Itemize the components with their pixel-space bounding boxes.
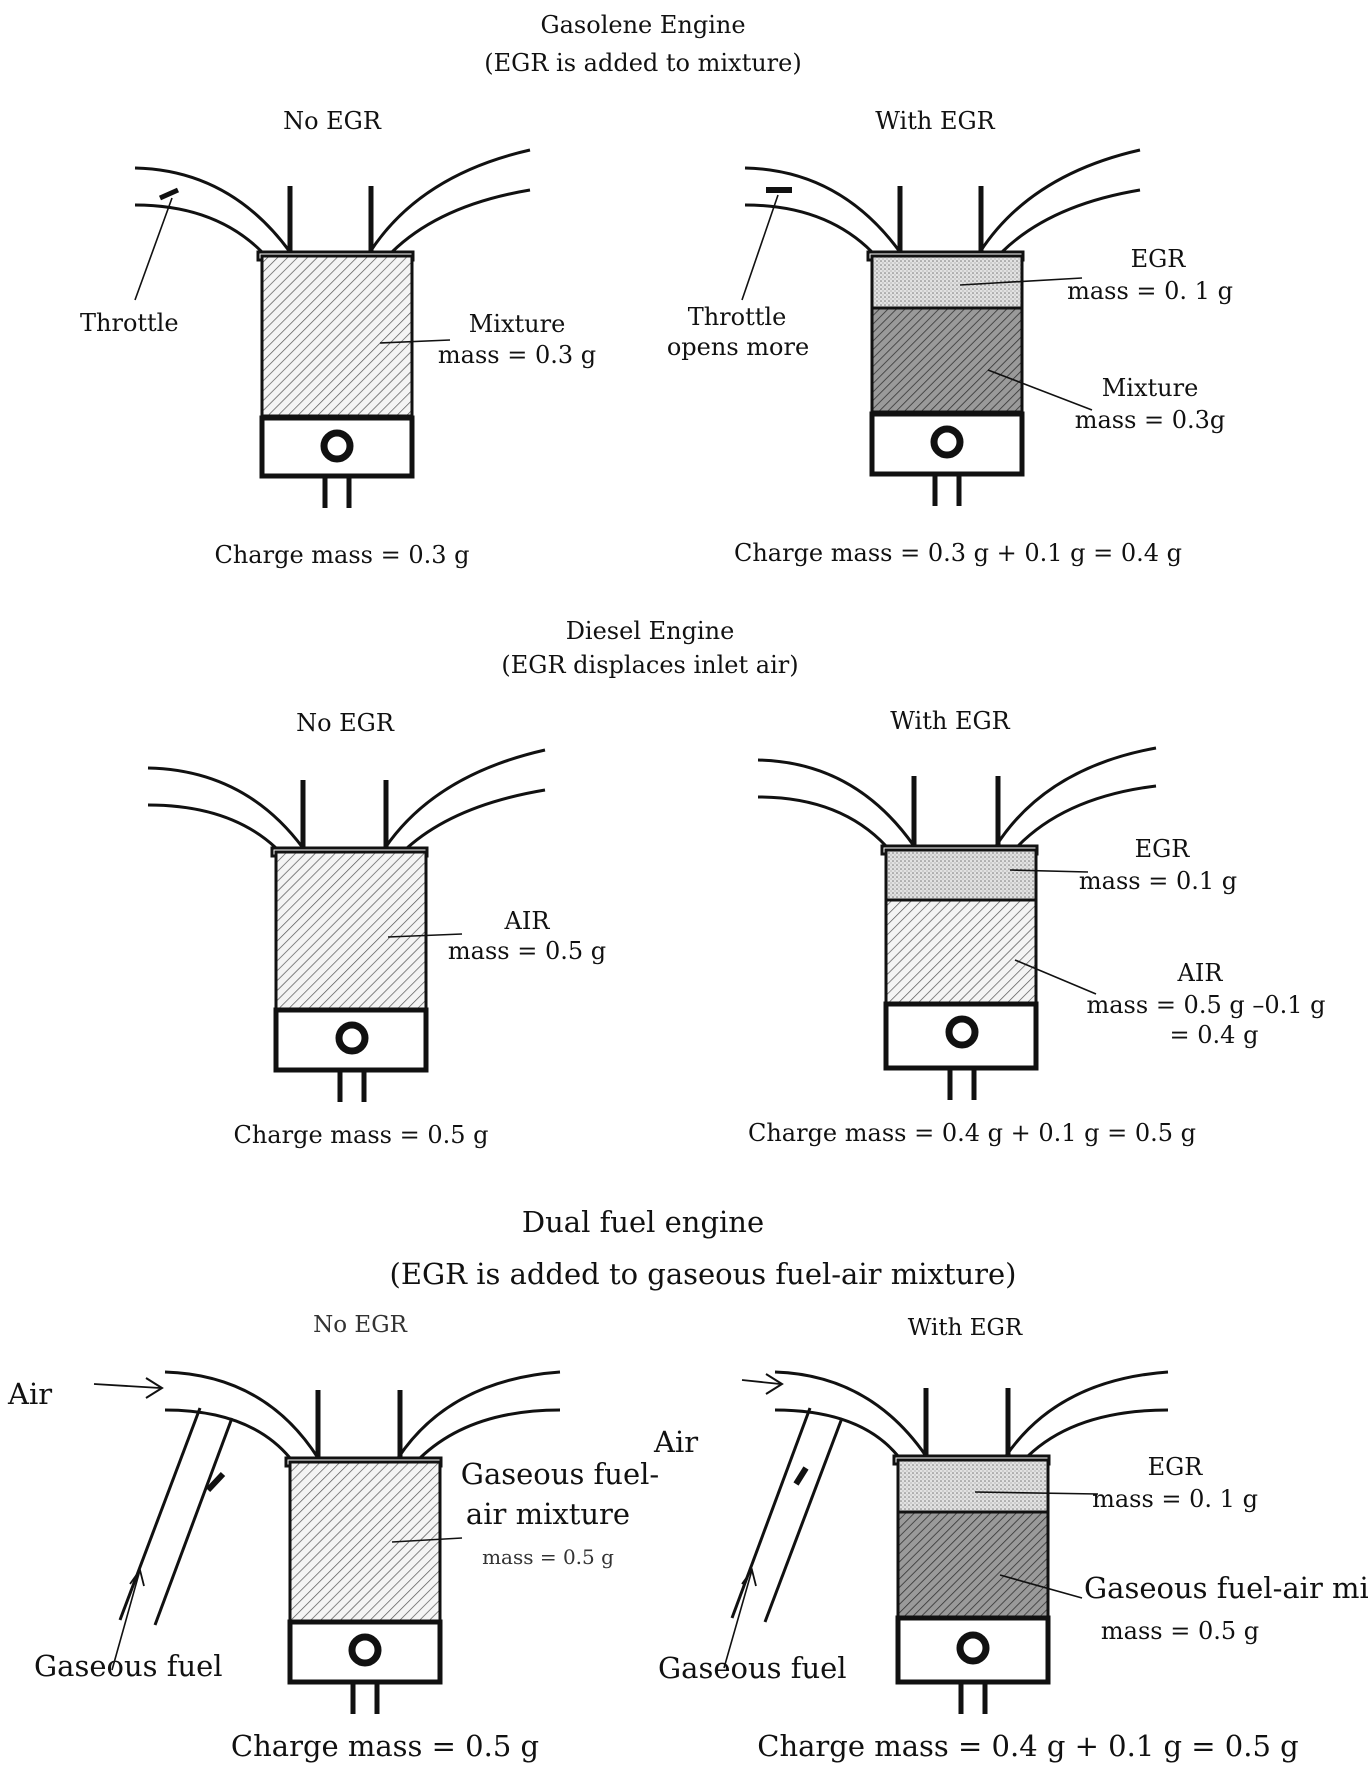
dual-with-egr-fuel-label: Gaseous fuel — [658, 1651, 847, 1685]
diesel-egr-title: EGR — [1134, 835, 1190, 863]
dual-title: Dual fuel engine — [521, 1205, 765, 1239]
dual-subtitle: (EGR is added to gaseous fuel-air mixtur… — [389, 1257, 1017, 1291]
gasoline-no-egr-heading: No EGR — [283, 107, 381, 135]
diesel-egr-air-mass-line2: = 0.4 g — [1169, 1021, 1259, 1049]
diesel-title: Diesel Engine — [565, 617, 735, 645]
throttle-label: Throttle — [80, 309, 179, 337]
diesel-air-title: AIR — [504, 907, 550, 935]
diesel-no-egr-engine — [147, 748, 546, 1102]
dual-egr-mass: mass = 0. 1 g — [1092, 1485, 1258, 1513]
dual-with-egr-heading: With EGR — [907, 1315, 1023, 1341]
diesel-egr-mass: mass = 0.1 g — [1078, 867, 1238, 895]
dual-no-egr-charge-mass: Charge mass = 0.5 g — [230, 1729, 540, 1763]
diesel-egr-air-title: AIR — [1177, 959, 1223, 987]
gasoline-title: Gasolene Engine — [540, 11, 746, 39]
gasoline-with-egr-heading: With EGR — [875, 107, 995, 135]
dual-with-egr-engine — [723, 1370, 1169, 1714]
gasoline-mixture-title: Mixture — [468, 310, 566, 338]
gasoline-egr-mixture-mass: mass = 0.3g — [1074, 406, 1226, 434]
dual-no-egr-air-label: Air — [8, 1377, 53, 1411]
gasoline-mixture-mass: mass = 0.3 g — [437, 341, 597, 369]
dual-no-egr-mix-line1: Gaseous fuel- — [460, 1457, 660, 1491]
gasoline-egr-mixture-title: Mixture — [1101, 374, 1199, 402]
dual-with-egr-charge-mass: Charge mass = 0.4 g + 0.1 g = 0.5 g — [757, 1729, 1299, 1763]
dual-egr-mix-mass: mass = 0.5 g — [1100, 1617, 1260, 1645]
dual-no-egr-mix-mass: mass = 0.5 g — [482, 1545, 614, 1569]
dual-egr-mix-label: Gaseous fuel-air mixt — [1084, 1571, 1368, 1605]
diesel-with-egr-charge-mass: Charge mass = 0.4 g + 0.1 g = 0.5 g — [747, 1119, 1197, 1147]
gasoline-with-egr-engine — [741, 148, 1141, 506]
dual-egr-title: EGR — [1147, 1453, 1203, 1481]
diesel-no-egr-heading: No EGR — [296, 709, 394, 737]
gasoline-no-egr-engine — [134, 148, 531, 508]
gasoline-egr-title: EGR — [1130, 245, 1186, 273]
dual-no-egr-heading: No EGR — [313, 1312, 407, 1338]
dual-no-egr-engine — [93, 1370, 561, 1714]
diesel-subtitle: (EGR displaces inlet air) — [501, 651, 799, 679]
throttle-opens-line2: opens more — [666, 333, 810, 361]
diesel-with-egr-heading: With EGR — [890, 707, 1010, 735]
gasoline-with-egr-charge-mass: Charge mass = 0.3 g + 0.1 g = 0.4 g — [733, 539, 1183, 567]
gasoline-subtitle: (EGR is added to mixture) — [484, 49, 802, 77]
diesel-no-egr-charge-mass: Charge mass = 0.5 g — [233, 1121, 489, 1149]
dual-with-egr-air-label: Air — [654, 1425, 699, 1459]
diesel-with-egr-engine — [757, 746, 1157, 1100]
dual-no-egr-mix-line2: air mixture — [465, 1497, 631, 1531]
diesel-air-mass: mass = 0.5 g — [447, 937, 607, 965]
diesel-egr-air-mass-line1: mass = 0.5 g –0.1 g — [1086, 991, 1326, 1019]
dual-no-egr-fuel-label: Gaseous fuel — [34, 1649, 223, 1683]
gasoline-egr-mass: mass = 0. 1 g — [1067, 277, 1233, 305]
gasoline-no-egr-charge-mass: Charge mass = 0.3 g — [214, 541, 470, 569]
throttle-opens-line1: Throttle — [687, 303, 787, 331]
